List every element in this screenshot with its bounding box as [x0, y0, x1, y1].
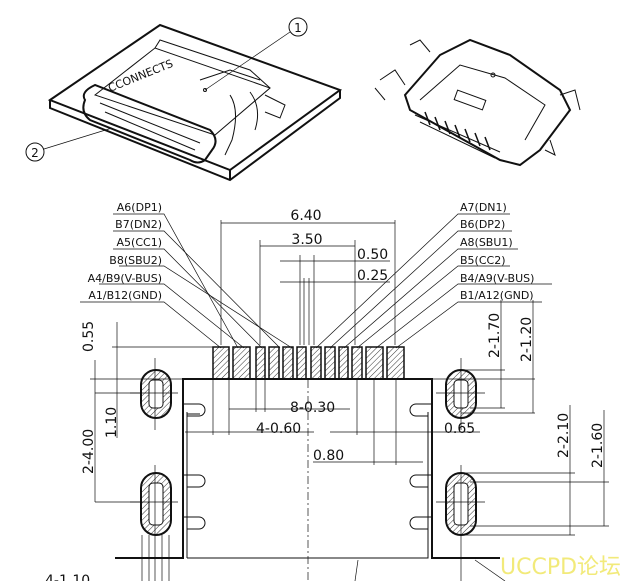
right-dimensions: 2-1.70 2-1.20 2-2.10 2-1.60 — [432, 300, 609, 536]
inner-dimensions: 8-0.30 4-0.60 0.65 0.80 — [185, 379, 480, 465]
svg-text:CCONNECTS: CCONNECTS — [106, 57, 175, 95]
svg-text:0.55: 0.55 — [81, 321, 97, 352]
footprint-body — [115, 378, 506, 581]
iso-view-mounted: CCONNECTS — [47, 23, 343, 182]
svg-text:B5(CC2): B5(CC2) — [460, 254, 506, 267]
svg-text:4-1.10: 4-1.10 — [45, 573, 90, 581]
svg-text:0.25: 0.25 — [357, 268, 388, 284]
svg-text:2-4.00: 2-4.00 — [81, 429, 97, 474]
svg-text:A6(DP1): A6(DP1) — [117, 201, 162, 214]
svg-text:A4/B9(V-BUS): A4/B9(V-BUS) — [88, 272, 162, 285]
svg-text:A5(CC1): A5(CC1) — [117, 236, 162, 249]
pin-labels-left: A6(DP1) B7(DN2) A5(CC1) B8(SBU2) A4/B9(V… — [80, 201, 293, 349]
svg-text:8-0.30: 8-0.30 — [290, 400, 335, 416]
svg-text:B7(DN2): B7(DN2) — [115, 218, 162, 231]
svg-text:2-1.70: 2-1.70 — [487, 313, 503, 358]
callout-1: 1 — [204, 17, 308, 91]
svg-text:A1/B12(GND): A1/B12(GND) — [88, 289, 162, 302]
svg-text:2-1.60: 2-1.60 — [590, 423, 606, 468]
svg-text:0.80: 0.80 — [313, 448, 344, 464]
slot-top-right — [436, 358, 485, 430]
svg-text:B4/A9(V-BUS): B4/A9(V-BUS) — [460, 272, 534, 285]
iso-view-connector — [374, 38, 581, 167]
svg-text:0.50: 0.50 — [357, 247, 388, 263]
svg-text:2-2.10: 2-2.10 — [556, 413, 572, 458]
slot-top-left — [130, 358, 178, 430]
svg-text:2: 2 — [31, 146, 39, 160]
pin-labels-right: A7(DN1) B6(DP2) A8(SBU1) B5(CC2) B4/A9(V… — [315, 201, 552, 349]
svg-text:3.50: 3.50 — [291, 232, 322, 248]
svg-text:6.40: 6.40 — [290, 208, 321, 224]
svg-text:2-1.20: 2-1.20 — [519, 317, 535, 362]
svg-text:B1/A12(GND): B1/A12(GND) — [460, 289, 534, 302]
top-dimensions: 6.40 3.50 0.50 0.25 — [220, 208, 396, 345]
watermark: UCCPD论坛 — [500, 555, 621, 580]
svg-text:A8(SBU1): A8(SBU1) — [460, 236, 513, 249]
svg-text:B8(SBU2): B8(SBU2) — [109, 254, 162, 267]
svg-text:1: 1 — [294, 21, 302, 35]
slot-bottom-right — [436, 465, 485, 581]
slot-bottom-left — [130, 465, 178, 581]
left-dimensions: 0.55 1.10 2-4.00 4-1.10 — [45, 321, 213, 581]
smt-pads — [212, 346, 405, 380]
svg-text:B6(DP2): B6(DP2) — [460, 218, 505, 231]
svg-text:A7(DN1): A7(DN1) — [460, 201, 507, 214]
callout-2: 2 — [25, 127, 113, 162]
svg-text:0.65: 0.65 — [444, 421, 475, 437]
svg-text:4-0.60: 4-0.60 — [256, 421, 301, 437]
svg-text:1.10: 1.10 — [104, 407, 120, 438]
